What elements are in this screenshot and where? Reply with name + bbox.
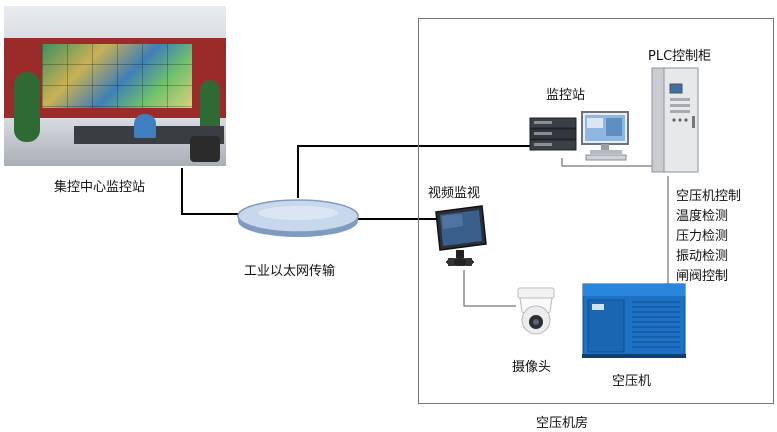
network-label: 工业以太网传输 (244, 264, 336, 279)
plc-function-item: 闸阀控制 (676, 269, 729, 284)
monitor-station-icon (529, 111, 629, 161)
control-center-photo (4, 6, 226, 166)
video-monitor-icon (435, 205, 487, 266)
line-network-station (297, 145, 530, 198)
camera-icon (517, 287, 555, 335)
network-cloud-icon (237, 199, 359, 237)
line-control-center-network (181, 168, 238, 215)
line-monitor-camera (463, 270, 516, 307)
video-monitoring-label: 视频监视 (428, 186, 481, 201)
plc-function-item: 压力检测 (676, 229, 729, 244)
plc-cabinet-label: PLC控制柜 (648, 49, 712, 64)
compressor-label: 空压机 (612, 374, 652, 389)
compressor-room-boundary (418, 18, 774, 404)
plc-function-item: 振动检测 (676, 249, 729, 264)
camera-label: 摄像头 (512, 360, 552, 375)
control-center-label: 集控中心监控站 (54, 180, 146, 195)
plc-function-item: 温度检测 (676, 209, 729, 224)
line-station-plc (561, 158, 654, 167)
compressor-icon (582, 283, 686, 358)
plc-cabinet-icon (651, 67, 699, 173)
monitor-station-label: 监控站 (546, 88, 586, 103)
video-wall (42, 44, 192, 108)
plc-function-item: 空压机控制 (676, 189, 742, 204)
compressor-room-label: 空压机房 (536, 416, 589, 431)
